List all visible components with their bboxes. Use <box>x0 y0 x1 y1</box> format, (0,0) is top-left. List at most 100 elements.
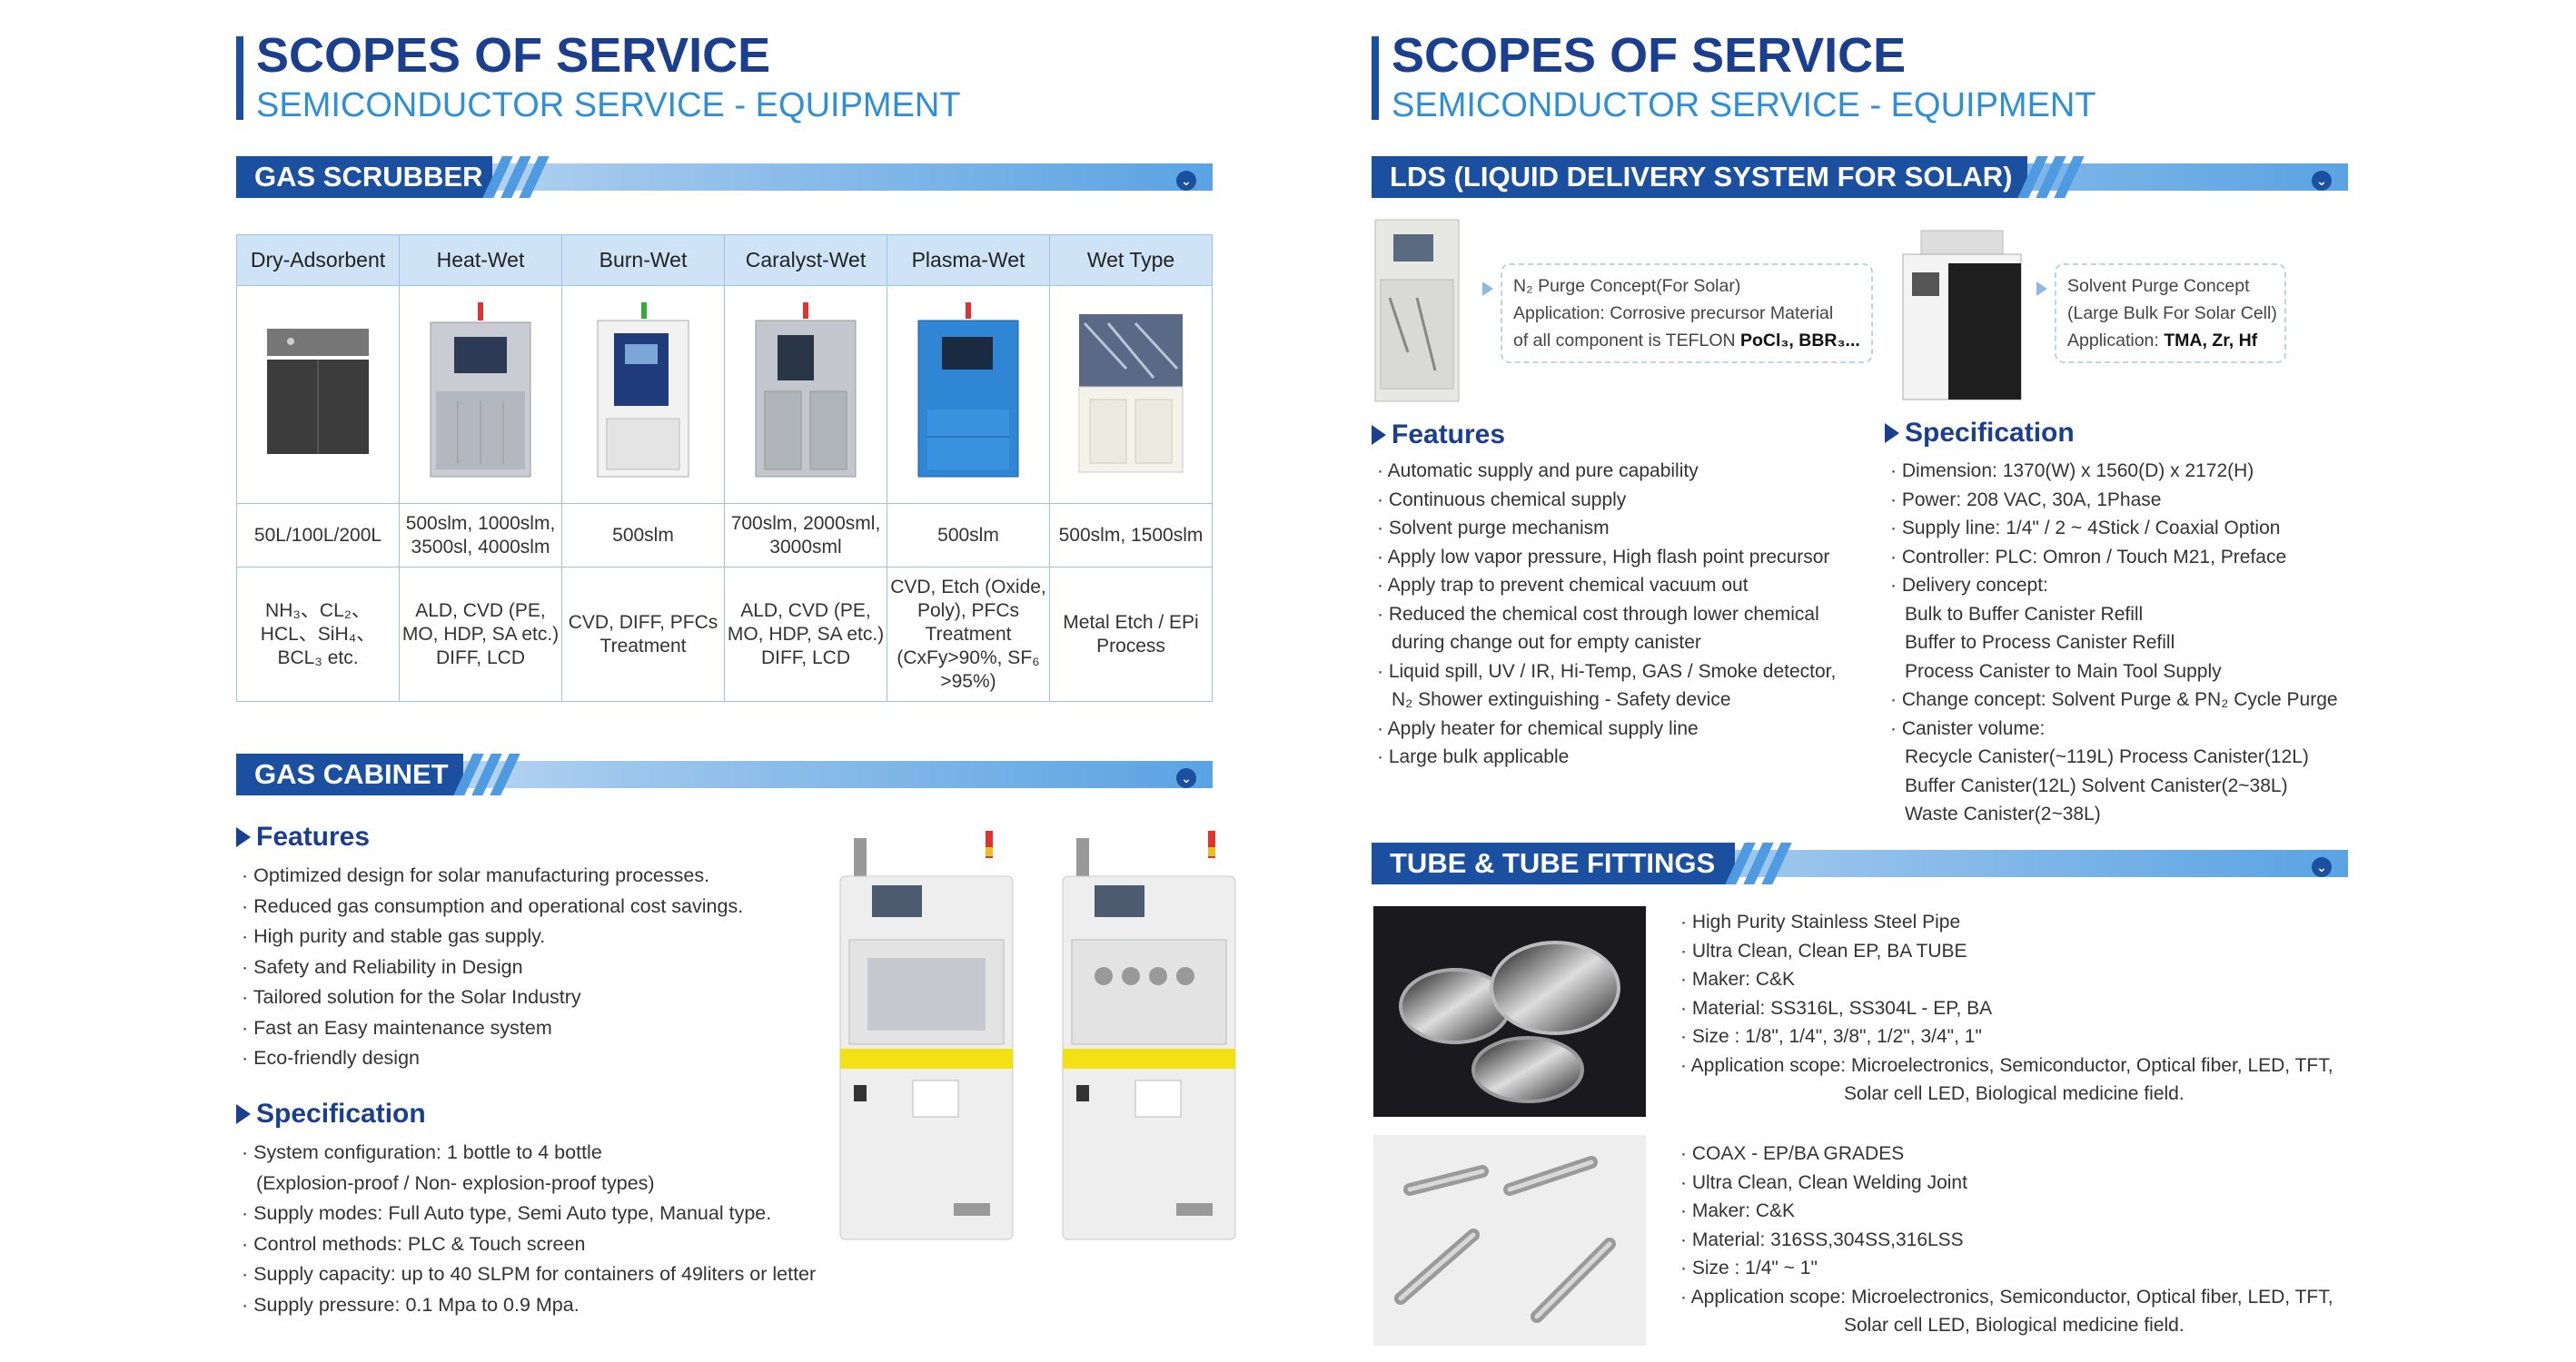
list-item: Buffer Canister(12L) Solvent Canister(2~… <box>1905 775 2288 796</box>
list-item: Apply trap to prevent chemical vacuum ou… <box>1377 571 1836 600</box>
column-header: Burn-Wet <box>561 234 725 286</box>
tube-fittings-photo <box>1373 1135 1646 1346</box>
page-header: SCOPES OF SERVICE SEMICONDUCTOR SERVICE … <box>236 0 1213 127</box>
capacity-cell: 500slm <box>561 503 725 568</box>
list-item: Maker: C&K <box>1680 965 2333 994</box>
scrubber-image-cell <box>561 285 725 504</box>
capacity-cell: 500slm, 1000slm, 3500sl, 4000slm <box>399 503 562 568</box>
column-header: Plasma-Wet <box>887 234 1050 286</box>
lds-title: LDS (LIQUID DELIVERY SYSTEM FOR SOLAR) <box>1372 156 2027 198</box>
lds-solar-machine-photo <box>1374 219 1460 402</box>
column-header: Wet Type <box>1049 234 1213 286</box>
lds-banner: LDS (LIQUID DELIVERY SYSTEM FOR SOLAR) ⌄ <box>1372 156 2348 198</box>
list-item: Dimension: 1370(W) x 1560(D) x 2172(H) <box>1890 457 2338 486</box>
tube-title: TUBE & TUBE FITTINGS <box>1372 843 1735 884</box>
lds-spec-list: Dimension: 1370(W) x 1560(D) x 2172(H) P… <box>1890 457 2338 829</box>
gas-cabinet-banner: GAS CABINET ⌄ <box>236 754 1213 795</box>
dry-adsorbent-image <box>267 329 369 454</box>
list-item: Safety and Reliability in Design <box>242 952 743 983</box>
n2-purge-callout: N₂ Purge Concept(For Solar) Application:… <box>1501 263 1873 363</box>
table-header-row: Dry-Adsorbent Heat-Wet Burn-Wet Caralyst… <box>236 234 1213 286</box>
capacity-cell: 50L/100L/200L <box>236 503 400 568</box>
application-cell: ALD, CVD (PE, MO, HDP, SA etc.) DIFF, LC… <box>399 567 562 702</box>
cabinet-features-list: Optimized design for solar manufacturing… <box>242 861 743 1074</box>
scrubber-image-cell <box>236 285 400 504</box>
table-row: NH₃、CL₂、 HCL、SiH₄、 BCL₃ etc. ALD, CVD (P… <box>236 567 1213 702</box>
cabinet-features-title: Features <box>236 822 370 853</box>
wet-type-image <box>1078 314 1184 473</box>
list-item: Supply line: 1/4" / 2 ~ 4Stick / Coaxial… <box>1890 514 2338 543</box>
list-item: Process Canister to Main Tool Supply <box>1905 660 2222 682</box>
list-item: Solar cell LED, Biological medicine fiel… <box>1844 1315 2185 1336</box>
list-item: High purity and stable gas supply. <box>242 922 743 952</box>
scrubber-image-cell <box>399 285 562 504</box>
list-item: Material: 316SS,304SS,316LSS <box>1680 1226 2333 1255</box>
capacity-cell: 500slm, 1500slm <box>1049 503 1213 568</box>
list-item: Automatic supply and pure capability <box>1377 457 1836 486</box>
capacity-cell: 500slm <box>887 503 1050 568</box>
application-cell: NH₃、CL₂、 HCL、SiH₄、 BCL₃ etc. <box>236 567 400 702</box>
table-row: 50L/100L/200L 500slm, 1000slm, 3500sl, 4… <box>236 503 1213 568</box>
solvent-purge-callout: Solvent Purge Concept (Large Bulk For So… <box>2055 263 2286 363</box>
list-item: Waste Canister(2~38L) <box>1905 804 2101 824</box>
gas-cabinet-photo <box>839 831 1236 1240</box>
list-item: Power: 208 VAC, 30A, 1Phase <box>1890 486 2338 515</box>
list-item: Application scope: Microelectronics, Sem… <box>1680 1283 2333 1312</box>
list-item: Supply modes: Full Auto type, Semi Auto … <box>242 1199 816 1229</box>
chevron-down-icon[interactable]: ⌄ <box>1176 171 1196 191</box>
list-item: Ultra Clean, Clean Welding Joint <box>1680 1169 2333 1198</box>
chevron-down-icon[interactable]: ⌄ <box>2312 857 2332 877</box>
triangle-bullet-icon <box>236 1104 251 1124</box>
application-cell: Metal Etch / EPi Process <box>1049 567 1213 702</box>
application-cell: ALD, CVD (PE, MO, HDP, SA etc.) DIFF, LC… <box>724 567 887 702</box>
header-accent-bar <box>1372 36 1379 120</box>
table-row <box>236 285 1213 504</box>
header-accent-bar <box>236 36 243 120</box>
list-item: Control methods: PLC & Touch screen <box>242 1229 816 1260</box>
right-page: SCOPES OF SERVICE SEMICONDUCTOR SERVICE … <box>1372 0 2353 1346</box>
list-item: Eco-friendly design <box>242 1043 743 1074</box>
list-item: Fast an Easy maintenance system <box>242 1013 743 1044</box>
list-item: (Explosion-proof / Non- explosion-proof … <box>256 1171 655 1194</box>
application-cell: CVD, DIFF, PFCs Treatment <box>561 567 725 702</box>
list-item: Reduced the chemical cost through lower … <box>1377 600 1836 629</box>
stainless-pipe-photo <box>1373 906 1646 1117</box>
list-item: Reduced gas consumption and operational … <box>242 892 743 923</box>
list-item: Liquid spill, UV / IR, Hi-Temp, GAS / Sm… <box>1377 657 1837 686</box>
list-item: Application scope: Microelectronics, Sem… <box>1680 1051 2333 1081</box>
gas-cabinet-title: GAS CABINET <box>236 754 463 795</box>
list-item: Optimized design for solar manufacturing… <box>242 861 743 892</box>
chevron-down-icon[interactable]: ⌄ <box>1176 768 1196 788</box>
arrow-right-icon <box>2036 281 2047 296</box>
cabinet-spec-title: Specification <box>236 1099 426 1130</box>
gas-scrubber-title: GAS SCRUBBER <box>236 156 492 198</box>
lds-solvent-machine-photo <box>1902 230 2022 400</box>
list-item: Apply heater for chemical supply line <box>1377 715 1836 744</box>
list-item: Ultra Clean, Clean EP, BA TUBE <box>1680 937 2333 966</box>
list-item: COAX - EP/BA GRADES <box>1680 1140 2333 1169</box>
list-item: during change out for empty canister <box>1392 632 1701 653</box>
page-title: SCOPES OF SERVICE <box>1392 28 1907 83</box>
page-title: SCOPES OF SERVICE <box>256 28 771 83</box>
scrubber-image-cell <box>724 285 887 504</box>
list-item: Buffer to Process Canister Refill <box>1905 632 2175 653</box>
list-item: Delivery concept: <box>1890 571 2338 600</box>
list-item: Supply capacity: up to 40 SLPM for conta… <box>242 1259 816 1290</box>
heat-wet-image <box>430 302 531 478</box>
capacity-cell: 700slm, 2000sml, 3000sml <box>724 503 887 568</box>
lds-features-list: Automatic supply and pure capability Con… <box>1377 457 1837 772</box>
list-item: Large bulk applicable <box>1377 743 1836 772</box>
list-item: Recycle Canister(~119L) Process Canister… <box>1905 746 2309 767</box>
scrubber-image-cell <box>887 285 1050 504</box>
list-item: Supply pressure: 0.1 Mpa to 0.9 Mpa. <box>242 1290 816 1321</box>
pipe-info-list: High Purity Stainless Steel Pipe Ultra C… <box>1680 908 2333 1109</box>
page-subtitle: SEMICONDUCTOR SERVICE - EQUIPMENT <box>1392 86 2096 124</box>
chevron-down-icon[interactable]: ⌄ <box>2312 171 2332 191</box>
column-header: Caralyst-Wet <box>724 234 887 286</box>
fittings-info-list: COAX - EP/BA GRADES Ultra Clean, Clean W… <box>1680 1140 2333 1340</box>
gas-scrubber-table: Dry-Adsorbent Heat-Wet Burn-Wet Caralyst… <box>236 234 1213 702</box>
arrow-right-icon <box>1482 281 1493 296</box>
list-item: System configuration: 1 bottle to 4 bott… <box>242 1138 816 1169</box>
triangle-bullet-icon <box>1372 425 1386 445</box>
list-item: Size : 1/4" ~ 1" <box>1680 1254 2333 1283</box>
